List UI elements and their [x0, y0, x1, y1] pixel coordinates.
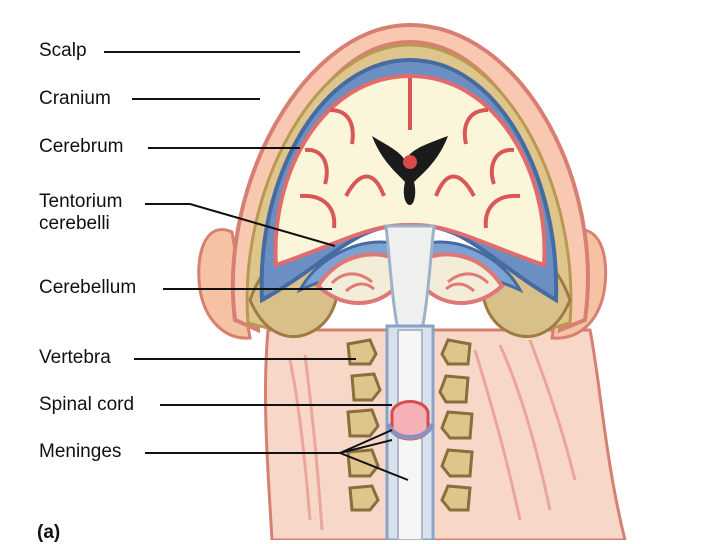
cranium-label: Cranium [39, 88, 111, 110]
meninges-label: Meninges [39, 441, 121, 463]
panel-label: (a) [37, 522, 60, 544]
tentorium-cerebelli-label: Tentorium cerebelli [39, 191, 122, 235]
cerebrum-label: Cerebrum [39, 136, 123, 158]
vertebra-label: Vertebra [39, 347, 111, 369]
scalp-label: Scalp [39, 40, 87, 62]
cerebellum-label: Cerebellum [39, 277, 136, 299]
spinal-cord-label: Spinal cord [39, 394, 134, 416]
choroid-plexus [403, 155, 417, 169]
